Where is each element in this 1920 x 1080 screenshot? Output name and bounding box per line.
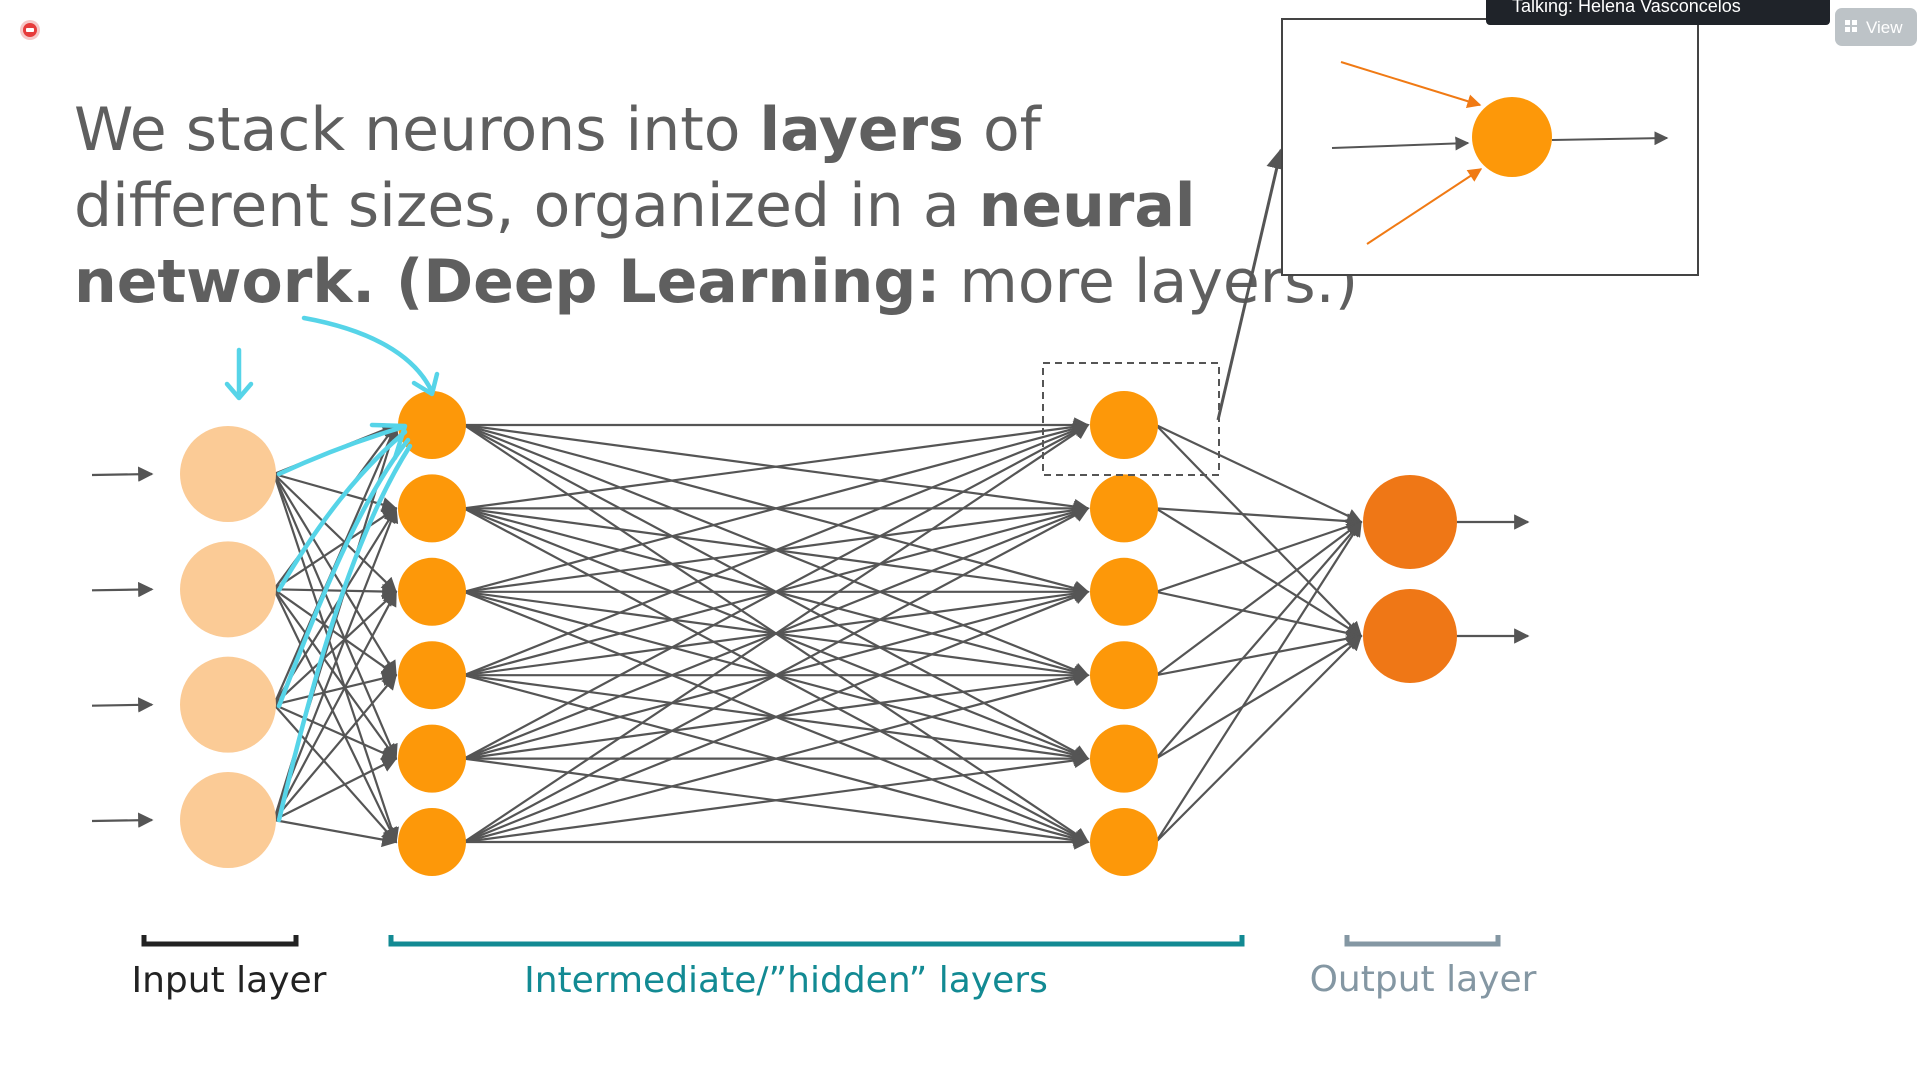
talking-indicator: Talking: Helena Vasconcelos [1486,0,1830,25]
record-indicator [20,20,40,40]
inset-input-arrow-3 [1366,168,1483,245]
connection-hidden-1-5-to-hidden-2-2 [463,589,1090,844]
connection-input-2-to-hidden-1-2 [273,590,398,706]
input-arrows [91,466,154,828]
connection-input-3-to-hidden-1-4 [273,757,398,821]
output-arrows [1457,514,1530,644]
connection-hidden-1-5-to-hidden-2-3 [463,671,1090,844]
hidden-2-neuron-0 [1090,391,1158,459]
hidden-1-neuron-3 [398,641,466,710]
talking-indicator-bg [1486,0,1830,25]
annotation-strokes [224,315,440,823]
annotation-stroke-3 [276,437,411,709]
connection-hidden-1-5-to-hidden-2-0 [463,424,1090,843]
connection-input-3-to-hidden-1-1 [272,506,399,821]
headline-line-3: network. (Deep Learning: more layers.) [74,247,1358,317]
headline-line-2: different sizes, organized in a neural [74,171,1195,241]
annotation-stroke-2 [276,429,408,593]
annotation-arrowhead-input [224,381,254,401]
input-neuron-0 [180,426,276,522]
connection-input-2-to-hidden-1-5 [273,703,398,844]
inset-input-arrow-1 [1340,61,1482,108]
record-dot-mark [26,28,34,32]
connection-hidden-2-2-to-output-0 [1155,519,1363,593]
inset-input-arrow-2 [1331,136,1470,151]
hidden-1-neuron-4 [398,724,466,793]
neuron-inset [1281,18,1699,276]
hidden-1-neuron-0 [398,391,466,459]
output-layer-label: Output layer [1310,959,1537,1000]
view-button[interactable]: View [1835,8,1917,46]
output-neuron-1 [1363,589,1457,683]
hidden-2-neuron-1 [1090,474,1158,543]
connection-input-1-to-hidden-1-2 [273,583,398,600]
connection-hidden-1-4-to-hidden-2-0 [463,424,1090,760]
view-button-label: View [1866,18,1903,37]
annotation-stroke-1 [276,425,403,477]
connection-hidden-1-5-to-hidden-2-4 [463,752,1090,844]
connection-input-2-to-hidden-1-4 [273,703,398,761]
annotation-arrow-hidden [301,315,435,395]
hidden-2-neuron-3 [1090,641,1158,710]
connection-hidden-2-4-to-output-1 [1155,635,1363,760]
connection-hidden-2-5-to-output-0 [1155,520,1362,843]
input-arrow-0 [91,466,154,482]
annotation-arrowhead-hidden [411,371,440,397]
connection-hidden-1-5-to-hidden-2-1 [463,507,1090,843]
input-neuron-1 [180,541,276,638]
input-neuron-2 [180,656,276,753]
grid-icon [1845,20,1857,32]
hidden-2-neuron-5 [1090,808,1158,876]
inset-output-arrow [1551,131,1669,146]
output-layer-bracket [1344,935,1501,947]
connection-input-1-to-hidden-1-4 [273,588,397,760]
connection-input-0-to-hidden-1-2 [273,473,398,593]
connection-input-3-to-hidden-1-2 [273,590,397,821]
connection-hidden-1-2-to-hidden-2-0 [463,421,1090,593]
connection-hidden-2-4-to-output-0 [1155,520,1363,760]
hidden-layers-label: Intermediate/”hidden” layers [524,960,1048,1001]
input-arrow-2 [91,697,154,713]
annotation-arrowhead-cluster [369,422,408,461]
connection-input-0-to-hidden-1-1 [273,472,398,513]
talking-indicator-text: Talking: Helena Vasconcelos [1512,0,1741,16]
connection-hidden-2-3-to-output-0 [1155,521,1363,677]
input-neuron-3 [180,772,276,868]
connection-hidden-2-1-to-output-0 [1155,507,1363,529]
connection-input-1-to-hidden-1-5 [273,588,397,844]
inset-neuron [1472,97,1552,177]
connection-input-1-to-hidden-1-1 [273,507,398,591]
input-arrow-1 [91,581,154,598]
hidden-2-neuron-2 [1090,557,1158,626]
output-neuron-0 [1363,475,1457,569]
connection-hidden-2-3-to-output-1 [1155,631,1363,677]
neurons [180,391,1457,876]
connection-hidden-2-0-to-output-0 [1155,424,1363,524]
connection-input-1-to-hidden-1-3 [273,588,398,677]
connection-input-3-to-hidden-1-3 [273,674,397,821]
input-layer-bracket [141,935,299,947]
hidden-layers-bracket [388,935,1245,947]
connection-input-0-to-hidden-1-3 [273,473,397,677]
zoom-arrow [1216,147,1287,421]
hidden-1-neuron-1 [398,474,466,543]
view-button-bg[interactable] [1835,8,1917,46]
connection-hidden-2-5-to-output-1 [1155,634,1363,843]
connection-hidden-1-3-to-hidden-2-0 [463,423,1090,677]
hidden-2-neuron-4 [1090,724,1158,793]
hidden-1-neuron-2 [398,557,466,626]
connection-input-3-to-hidden-1-5 [273,818,398,848]
connection-hidden-2-0-to-output-1 [1155,424,1363,638]
connection-hidden-2-1-to-output-1 [1155,507,1363,637]
input-layer-label: Input layer [132,960,327,1001]
connection-input-2-to-hidden-1-3 [273,670,398,706]
headline-line-1: We stack neurons into layers of [74,95,1043,165]
annotation-stroke-4 [276,443,413,823]
connection-hidden-1-1-to-hidden-2-0 [463,419,1090,510]
input-arrow-3 [91,812,154,828]
connection-hidden-2-2-to-output-1 [1155,590,1363,641]
hidden-1-neuron-5 [398,808,466,876]
connection-input-0-to-hidden-1-5 [272,473,399,844]
